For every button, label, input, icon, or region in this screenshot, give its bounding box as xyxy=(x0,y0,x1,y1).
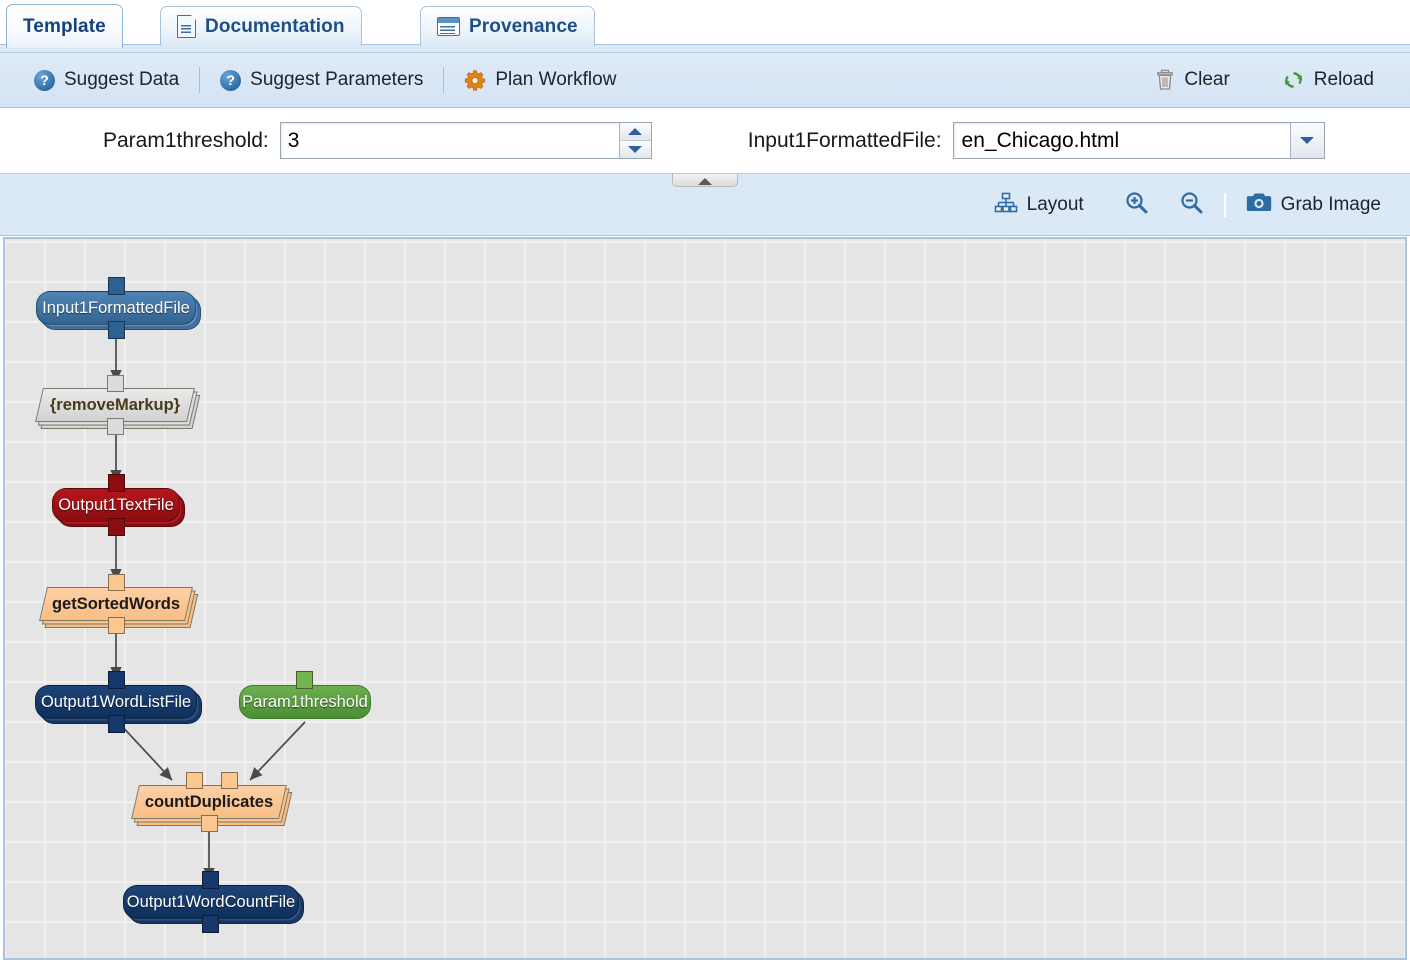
node-port-bottom[interactable] xyxy=(108,518,125,536)
node-body xyxy=(123,885,299,919)
graph-node-output1textfile[interactable]: Output1TextFile xyxy=(52,474,185,536)
spinner-down-button[interactable] xyxy=(619,140,651,158)
spinner-buttons xyxy=(618,123,651,158)
node-port-bottom[interactable] xyxy=(201,815,218,832)
node-port-bottom[interactable] xyxy=(108,617,125,634)
canvas-toolbar-separator xyxy=(1223,193,1226,217)
tab-documentation-label: Documentation xyxy=(205,15,345,37)
tab-provenance-label: Provenance xyxy=(469,15,578,37)
input1formattedfile-value: en_Chicago.html xyxy=(961,128,1120,152)
action-toolbar-left: ? Suggest Data ? Suggest Parameters Plan… xyxy=(0,65,630,95)
clear-button[interactable]: Clear xyxy=(1141,65,1243,95)
suggest-parameters-label: Suggest Parameters xyxy=(250,69,424,90)
node-port-top[interactable] xyxy=(108,474,125,492)
help-circle-icon: ? xyxy=(220,69,242,91)
node-port-top[interactable] xyxy=(107,375,124,392)
gear-icon xyxy=(464,69,486,91)
chevron-up-icon xyxy=(628,128,643,135)
workflow-canvas[interactable]: Input1FormattedFile {removeMarkup} Outpu… xyxy=(3,237,1407,960)
canvas-toolbar: Layout xyxy=(0,174,1410,236)
tab-strip: Template Documentation Provenance xyxy=(0,0,1410,52)
hierarchy-icon xyxy=(994,192,1018,219)
node-body xyxy=(39,587,193,621)
param1threshold-field: Param1threshold: xyxy=(103,122,652,159)
param1threshold-label: Param1threshold: xyxy=(103,128,269,152)
camera-icon xyxy=(1246,192,1272,218)
grab-image-label: Grab Image xyxy=(1280,194,1381,215)
graph-node-param1threshold[interactable]: Param1threshold xyxy=(239,671,371,719)
tab-template-label: Template xyxy=(23,15,106,37)
zoom-out-icon xyxy=(1179,190,1204,220)
grab-image-button[interactable]: Grab Image xyxy=(1235,189,1392,221)
node-body xyxy=(35,388,195,422)
node-port-top[interactable] xyxy=(108,574,125,591)
input1formattedfile-field: Input1FormattedFile: en_Chicago.html xyxy=(748,122,1325,159)
canvas-toolbar-actions: Layout xyxy=(983,187,1392,223)
node-body xyxy=(239,685,371,719)
node-port-top[interactable] xyxy=(296,671,313,689)
zoom-out-button[interactable] xyxy=(1168,187,1215,223)
document-icon xyxy=(177,14,197,38)
node-body xyxy=(36,291,196,325)
layout-button[interactable]: Layout xyxy=(983,189,1095,222)
reload-icon xyxy=(1282,69,1305,91)
suggest-data-button[interactable]: ? Suggest Data xyxy=(20,65,193,95)
node-port-bottom[interactable] xyxy=(108,321,125,339)
input1formattedfile-label: Input1FormattedFile: xyxy=(747,128,942,152)
trash-icon xyxy=(1155,69,1175,91)
plan-workflow-button[interactable]: Plan Workflow xyxy=(450,65,630,95)
node-port-top[interactable] xyxy=(202,871,219,889)
graph-node-output1wordlistfile[interactable]: Output1WordListFile xyxy=(35,671,202,733)
list-icon xyxy=(437,17,460,36)
tab-provenance[interactable]: Provenance xyxy=(420,6,595,46)
parameter-panel: Param1threshold: Input1FormattedFile: en… xyxy=(0,108,1410,174)
action-toolbar: ? Suggest Data ? Suggest Parameters Plan… xyxy=(0,52,1410,108)
suggest-data-label: Suggest Data xyxy=(64,69,180,90)
graph-node-input1formattedfile[interactable]: Input1FormattedFile xyxy=(36,277,201,339)
graph-node-getsortedwords[interactable]: getSortedWords xyxy=(39,574,199,634)
node-body xyxy=(35,685,197,719)
node-port-bottom[interactable] xyxy=(108,715,125,733)
layout-label: Layout xyxy=(1026,194,1084,215)
toolbar-separator xyxy=(199,67,201,93)
spinner-up-button[interactable] xyxy=(619,123,651,140)
node-body xyxy=(52,488,180,522)
action-toolbar-right: Clear Reload xyxy=(1141,65,1410,95)
graph-node-countduplicates[interactable]: countDuplicates xyxy=(131,772,293,832)
param1threshold-input[interactable] xyxy=(280,123,619,158)
node-port-top-left[interactable] xyxy=(186,772,203,789)
edge-layer xyxy=(110,327,306,881)
tab-documentation[interactable]: Documentation xyxy=(160,6,362,46)
node-port-top[interactable] xyxy=(108,277,125,295)
help-circle-icon: ? xyxy=(34,69,55,91)
input1formattedfile-select[interactable]: en_Chicago.html xyxy=(952,122,1325,159)
clear-label: Clear xyxy=(1184,69,1230,90)
collapse-panel-handle[interactable] xyxy=(672,174,738,187)
tab-template[interactable]: Template xyxy=(6,4,123,48)
node-port-bottom[interactable] xyxy=(202,915,219,933)
reload-label: Reload xyxy=(1313,69,1374,90)
triangle-up-icon xyxy=(698,177,712,185)
graph-node-removemarkup[interactable]: {removeMarkup} xyxy=(35,375,201,435)
toolbar-separator xyxy=(443,67,445,93)
node-body xyxy=(131,785,287,819)
plan-workflow-label: Plan Workflow xyxy=(495,69,617,90)
node-port-bottom[interactable] xyxy=(107,418,124,435)
zoom-in-button[interactable] xyxy=(1113,187,1160,223)
reload-button[interactable]: Reload xyxy=(1268,65,1388,95)
tab-strip-underline xyxy=(0,44,1410,52)
node-port-top[interactable] xyxy=(108,671,125,689)
suggest-parameters-button[interactable]: ? Suggest Parameters xyxy=(206,65,437,95)
chevron-down-icon xyxy=(628,146,643,153)
zoom-in-icon xyxy=(1124,190,1149,220)
chevron-down-icon xyxy=(1300,137,1315,144)
node-port-top-right[interactable] xyxy=(221,772,238,789)
graph-node-output1wordcountfile[interactable]: Output1WordCountFile xyxy=(123,871,304,933)
select-arrow-button[interactable] xyxy=(1289,123,1324,158)
param1threshold-spinner[interactable] xyxy=(279,122,652,159)
